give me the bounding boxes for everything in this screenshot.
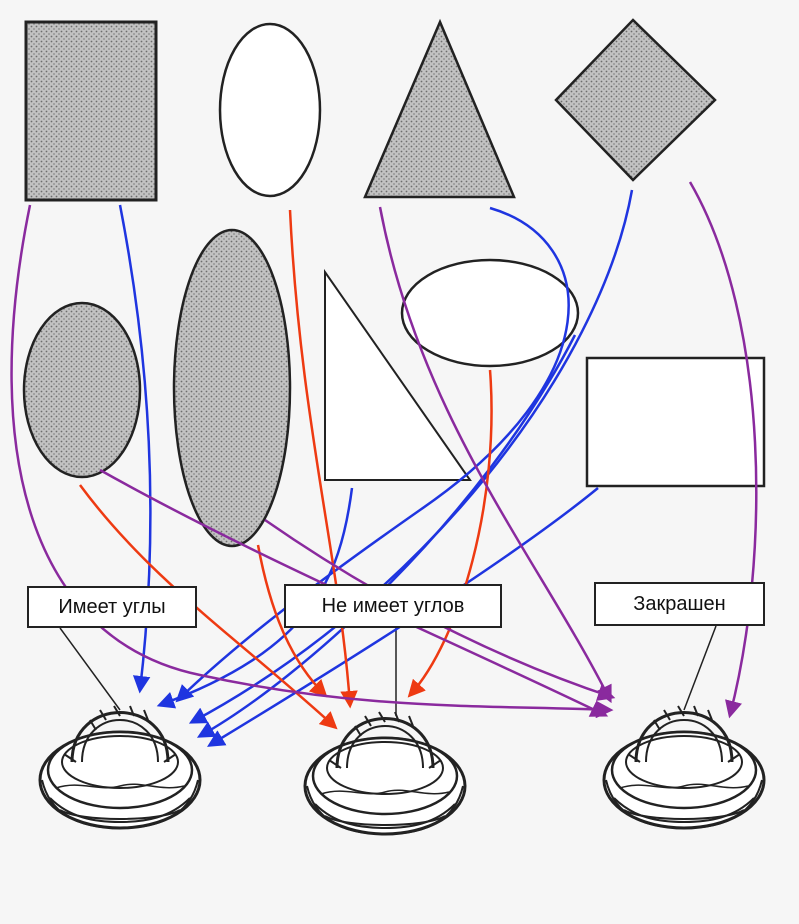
label-no-corners: Не имеет углов: [284, 584, 502, 628]
white-right-triangle: [324, 268, 472, 481]
white-rectangle: [585, 356, 766, 488]
blue-arrow: [175, 206, 570, 703]
dotted-diamond: [554, 18, 717, 182]
white-ellipse: [400, 258, 580, 368]
red-arrow: [256, 544, 328, 698]
white-oval: [218, 22, 322, 198]
purple-arrow: [378, 206, 612, 704]
purple-arrow: [688, 181, 758, 719]
connector-line: [683, 625, 717, 711]
label-has-corners: Имеет углы: [27, 586, 197, 628]
red-arrow: [407, 369, 493, 698]
dotted-oval: [22, 301, 142, 479]
red-arrow: [288, 209, 358, 709]
red-arrow: [78, 484, 338, 730]
purple-arrow: [10, 204, 614, 719]
dotted-triangle: [363, 18, 516, 199]
blue-arrow: [196, 334, 577, 738]
blue-arrow: [188, 189, 634, 724]
connector-line: [59, 627, 121, 711]
dotted-rectangle: [24, 20, 158, 202]
label-filled: Закрашен: [594, 582, 765, 626]
dotted-tall-oval: [172, 228, 292, 548]
